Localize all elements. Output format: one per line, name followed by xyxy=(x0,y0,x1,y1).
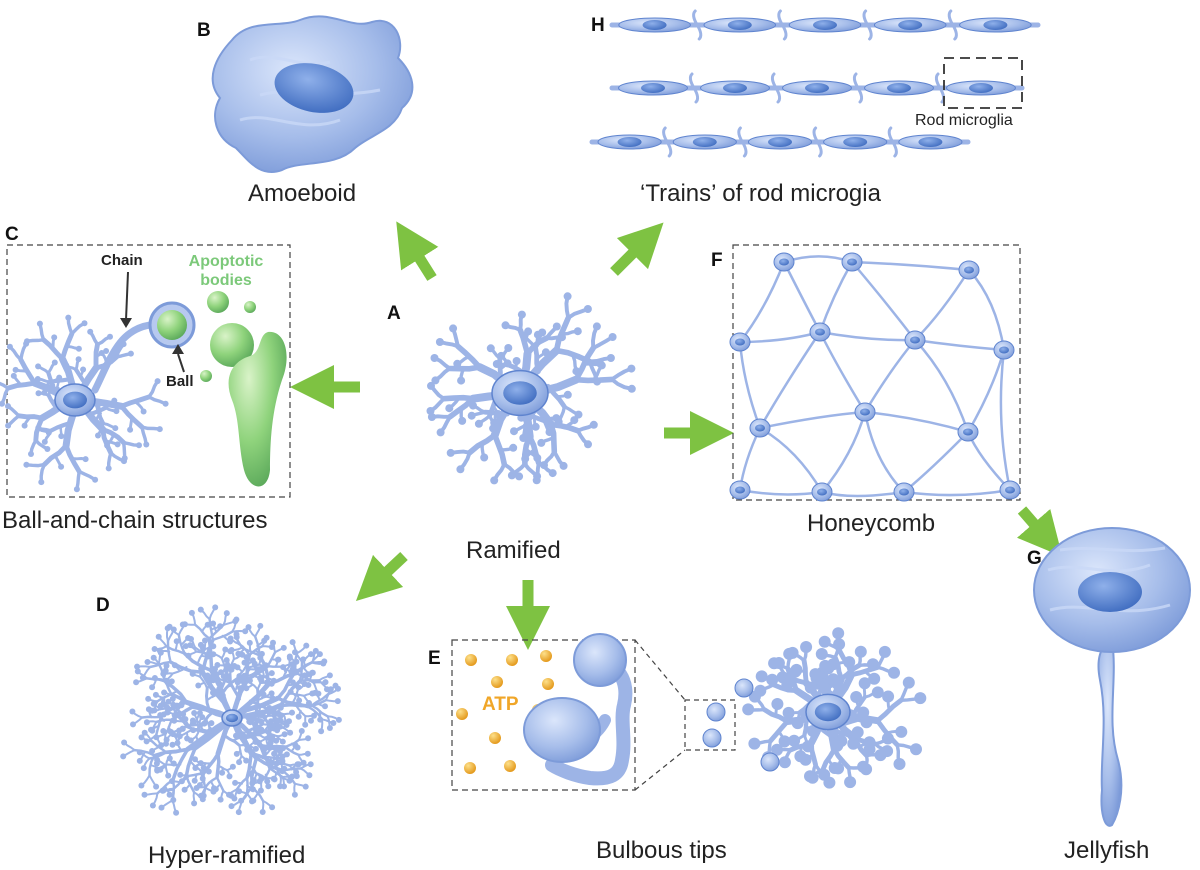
rod-microglia-box xyxy=(943,57,1023,109)
caption-honeycomb: Honeycomb xyxy=(807,510,936,537)
arrows xyxy=(290,221,1063,650)
panel-letter-g: G xyxy=(1027,548,1042,569)
ball-and-chain-panel-border xyxy=(6,244,291,498)
caption-hyper-ramified: Hyper-ramified xyxy=(148,842,306,869)
panel-letter-c: C xyxy=(5,224,19,245)
panel-letter-e: E xyxy=(428,648,441,669)
bulbous-tip-zoom xyxy=(523,633,633,786)
panel-letter-b: B xyxy=(197,20,211,41)
caption-jellyfish: Jellyfish xyxy=(1064,837,1150,864)
honeycomb-network xyxy=(729,252,1021,502)
apoptotic-bodies xyxy=(148,291,287,487)
caption-ball-and-chain: Ball-and-chain structures xyxy=(2,507,268,534)
panel-letter-h: H xyxy=(591,15,605,36)
hyper-ramified-cell xyxy=(120,604,342,816)
jellyfish-nucleus xyxy=(1078,572,1142,612)
arrow-to-jellyfish xyxy=(1016,506,1063,557)
ball-label: Ball xyxy=(166,373,194,390)
arrow-to-amoeboid xyxy=(396,221,439,281)
caption-amoeboid: Amoeboid xyxy=(248,180,357,207)
honeycomb-panel-border xyxy=(732,244,1021,501)
amoeboid-cell xyxy=(211,15,414,173)
ball-pointer xyxy=(172,344,185,373)
apoptotic-bodies-label: Apoptotic bodies xyxy=(176,252,276,290)
arrow-to-rod-trains xyxy=(610,222,664,276)
caption-bulbous-tips: Bulbous tips xyxy=(596,837,727,864)
amoeboid-nucleus xyxy=(274,63,354,113)
arrow-to-hyper-ramified xyxy=(355,551,408,602)
panel-letter-f: F xyxy=(711,250,723,271)
apoptotic-label-line-2: bodies xyxy=(200,272,252,289)
chain-pointer xyxy=(125,271,129,321)
panel-letter-d: D xyxy=(96,595,110,616)
rod-microglia-label: Rod microglia xyxy=(915,112,1013,129)
ramified-cell xyxy=(426,292,636,485)
caption-rod-trains: ‘Trains’ of rod microgia xyxy=(640,180,881,207)
atp-zoom-panel-border xyxy=(451,639,636,791)
ball-apoptotic-body xyxy=(157,310,187,340)
chain-arrowhead xyxy=(120,318,132,328)
bulbous-tip-zoom-box xyxy=(684,699,736,751)
rod-microglia-trains xyxy=(589,9,1041,158)
apoptotic-label-line-1: Apoptotic xyxy=(188,253,264,270)
atp-label: ATP xyxy=(482,694,519,715)
panel-letter-a: A xyxy=(387,303,401,324)
caption-ramified: Ramified xyxy=(466,537,561,564)
bulbous-tips-cell xyxy=(702,627,927,789)
chain-label: Chain xyxy=(101,252,143,269)
jellyfish-cell xyxy=(1033,527,1191,827)
ball-and-chain-cell xyxy=(0,314,169,493)
